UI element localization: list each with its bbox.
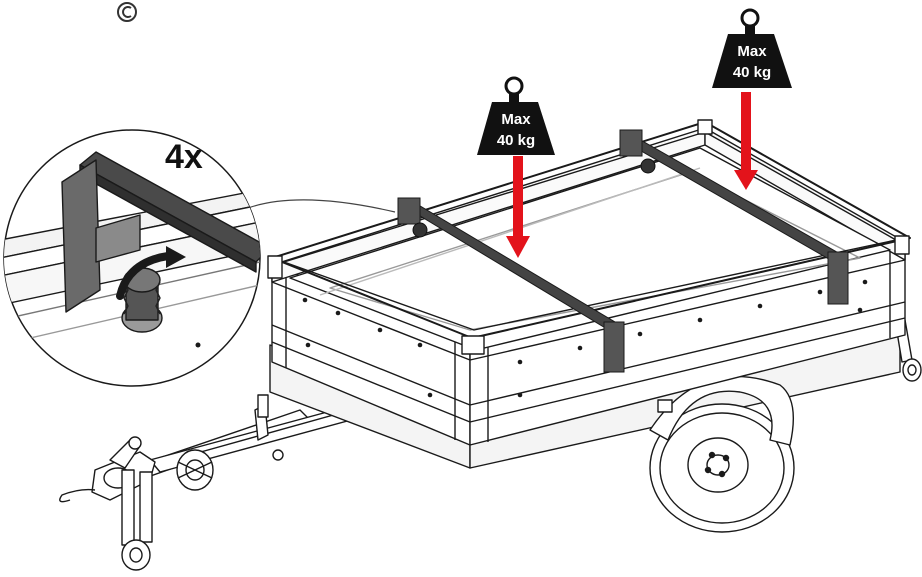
corner-symbol-icon [117,2,137,22]
trailer-wheel [649,375,795,533]
weight-label-line1: Max [737,43,767,60]
roof-bar-rear [619,129,849,305]
curved-arrow-icon [116,246,186,300]
weight-label-line2: 40 kg [733,64,771,81]
weight-icon-rear: Max 40 kg [712,8,792,88]
weight-icon-front: Max 40 kg [477,76,555,155]
trailer [59,119,922,571]
weight-label-line1: Max [501,111,531,128]
weight-label-line2: 40 kg [497,132,535,149]
load-arrow-rear [734,92,758,190]
callout-count-label: 4x [165,138,203,176]
jockey-wheel [121,449,284,571]
load-arrow-front [506,156,530,258]
rivets [302,279,868,398]
roof-bar-front [397,197,625,373]
detail-callout: 4x [3,129,396,387]
callout-leader-line [247,199,396,213]
